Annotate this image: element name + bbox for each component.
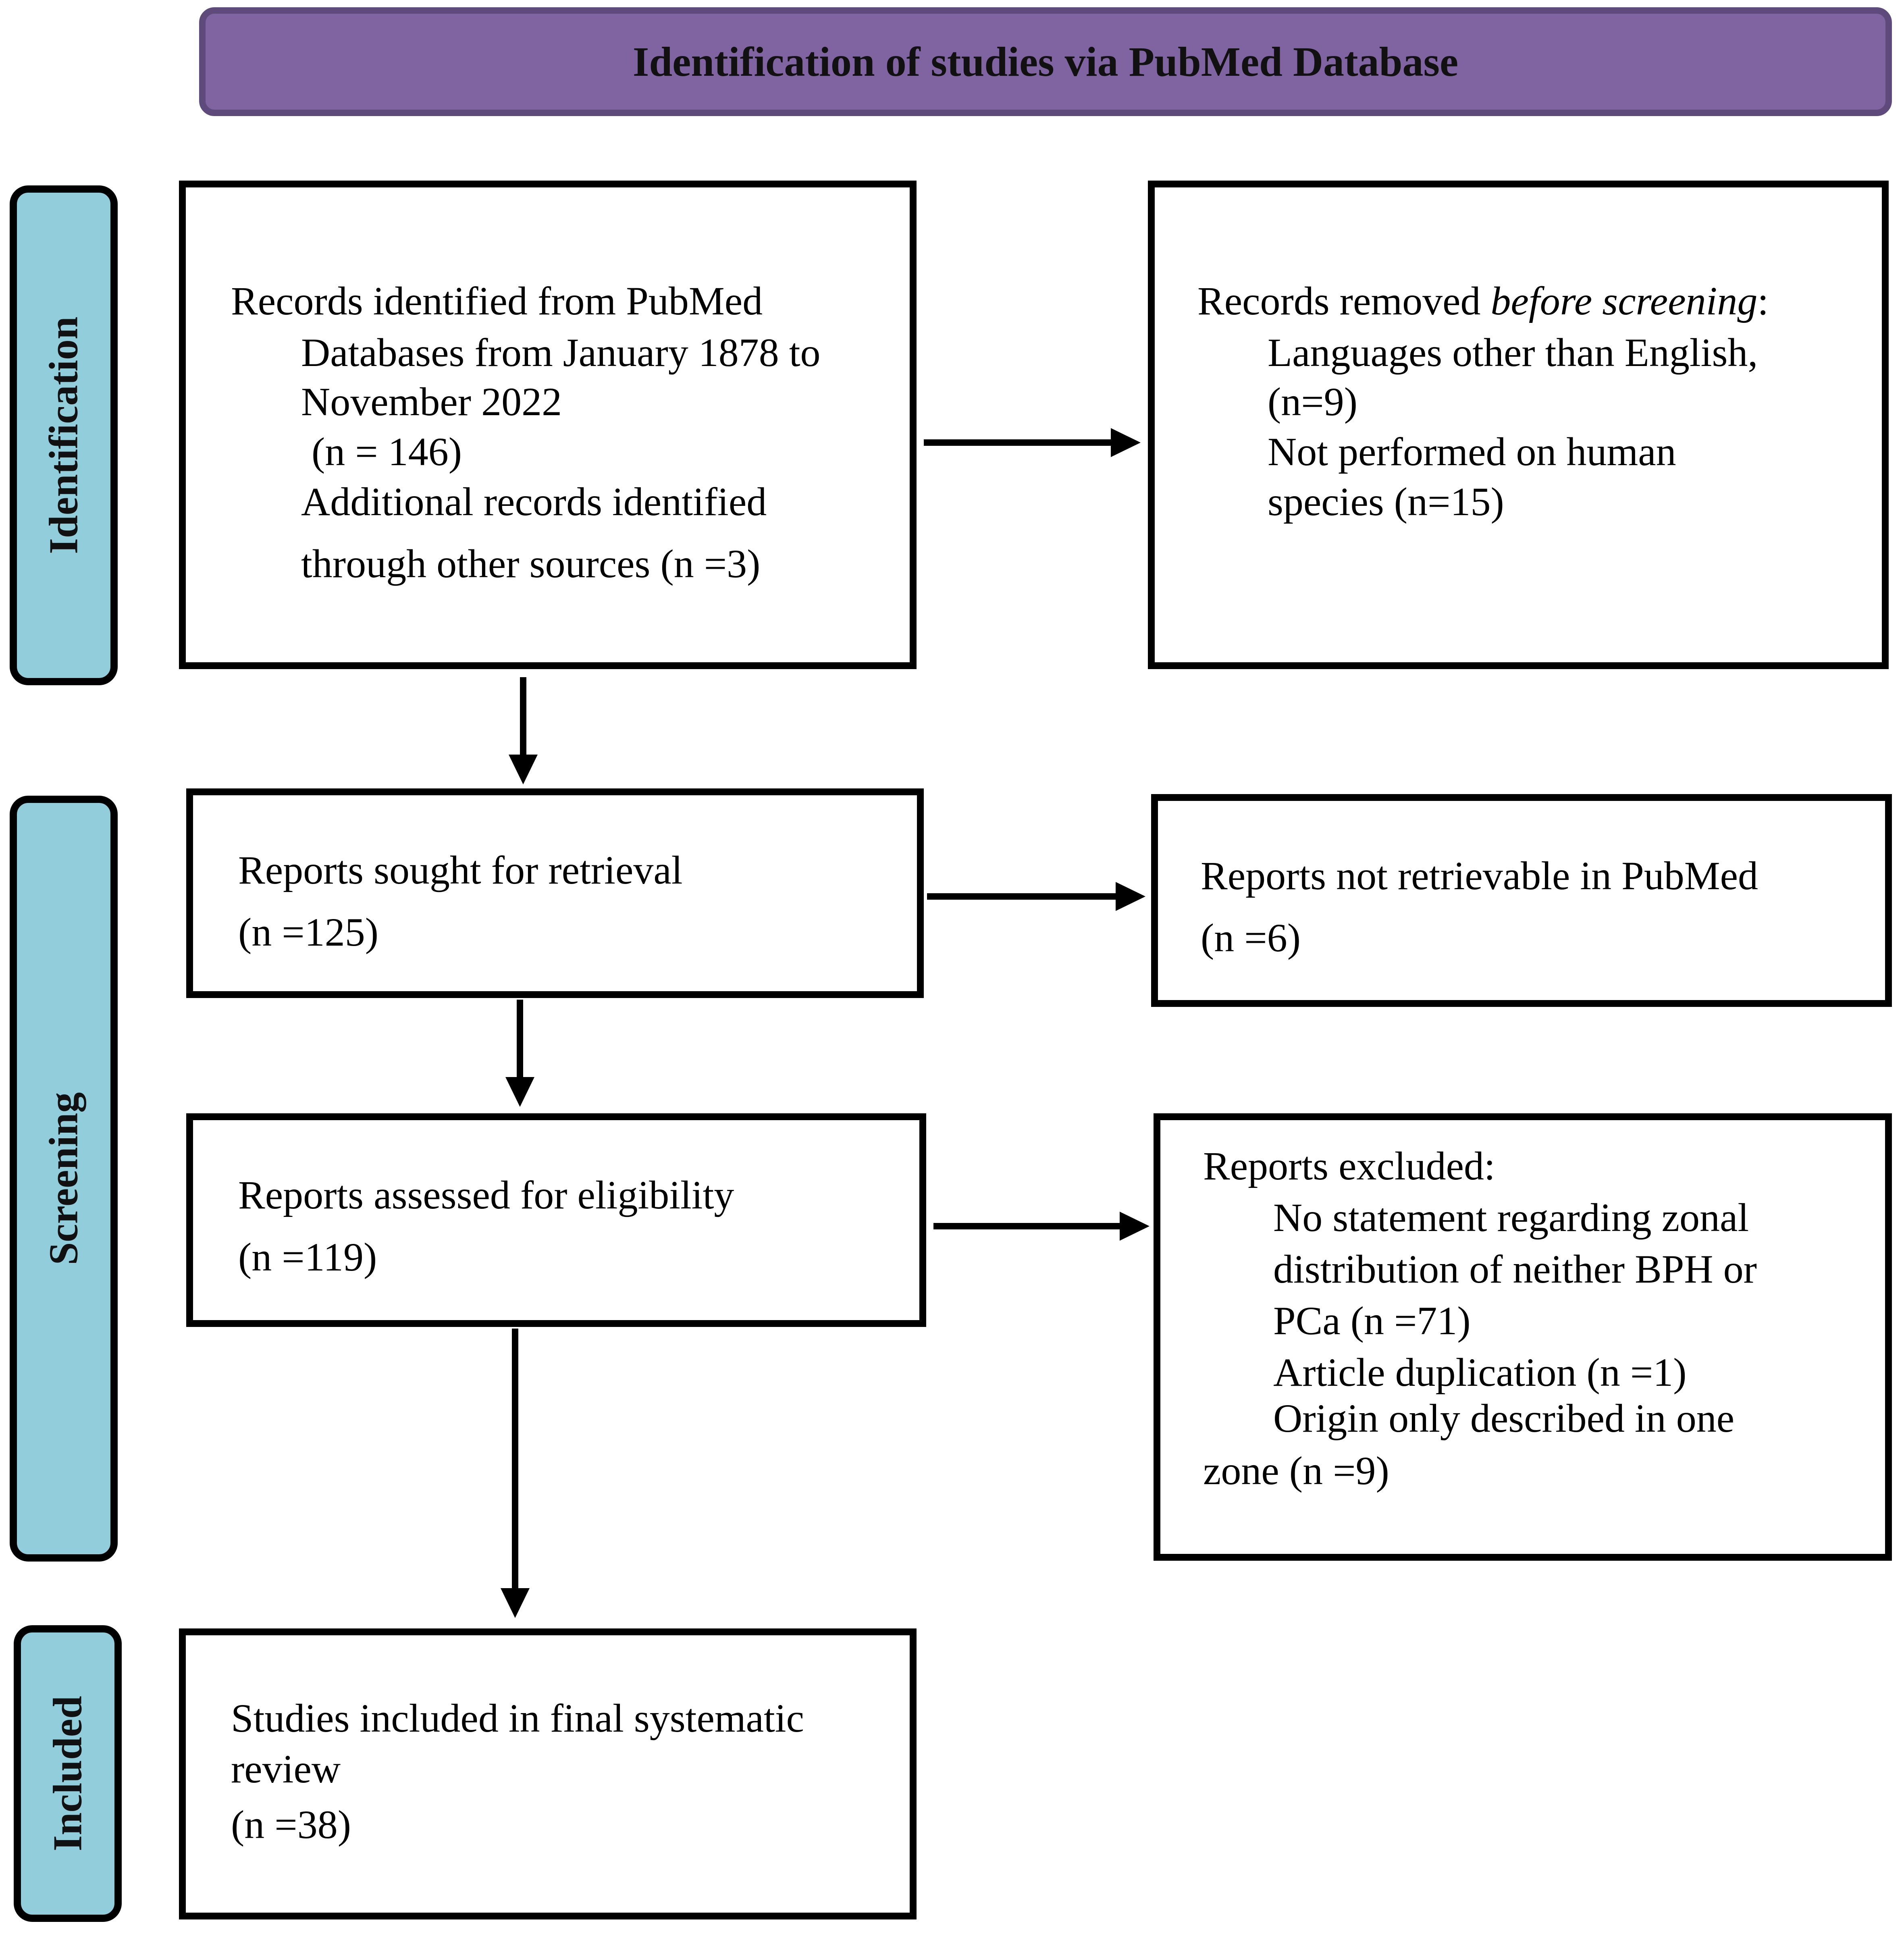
reports-excluded-line3: distribution of neither BPH or <box>1273 1247 1757 1291</box>
arrowhead-identified-to-sought <box>509 755 538 784</box>
records-identified-line2: Databases from January 1878 to <box>301 330 821 375</box>
header-banner: Identification of studies via PubMed Dat… <box>199 7 1892 116</box>
records-removed-emphasis: before screening <box>1490 279 1758 323</box>
records-removed-line5: species (n=15) <box>1268 479 1504 524</box>
phase-screening: Screening <box>10 796 118 1562</box>
reports-not-retrievable-line1: Reports not retrievable in PubMed <box>1201 853 1758 898</box>
records-identified-line3: November 2022 <box>301 379 562 424</box>
records-removed-line4: Not performed on human <box>1268 429 1676 474</box>
arrowhead-assessed-to-included <box>501 1588 530 1618</box>
studies-included-line3: (n =38) <box>231 1802 351 1847</box>
studies-included-line2: review <box>231 1747 341 1791</box>
arrowhead-sought-to-not-retrievable <box>1116 882 1145 911</box>
reports-assessed-line2: (n =119) <box>238 1235 377 1279</box>
arrowhead-sought-to-assessed <box>505 1077 534 1107</box>
reports-excluded-line2: No statement regarding zonal <box>1273 1195 1749 1240</box>
records-removed-line2: Languages other than English, <box>1268 330 1758 375</box>
reports-assessed-box: Reports assessed for eligibility (n =119… <box>186 1113 926 1327</box>
reports-excluded-line4: PCa (n =71) <box>1273 1298 1471 1343</box>
phase-identification: Identification <box>10 185 118 685</box>
reports-excluded-line5: Article duplication (n =1) <box>1273 1350 1687 1395</box>
reports-sought-line2: (n =125) <box>238 910 378 954</box>
reports-not-retrievable-box: Reports not retrievable in PubMed (n =6) <box>1151 794 1892 1007</box>
studies-included-box: Studies included in final systematic rev… <box>179 1628 917 1919</box>
reports-not-retrievable-line2: (n =6) <box>1201 915 1301 960</box>
reports-excluded-line1: Reports excluded: <box>1203 1144 1495 1188</box>
reports-sought-box: Reports sought for retrieval (n =125) <box>186 788 924 998</box>
records-identified-line4: (n = 146) <box>312 429 462 474</box>
arrowhead-assessed-to-excluded <box>1120 1212 1149 1241</box>
records-identified-line6: through other sources (n =3) <box>301 541 761 586</box>
header-title: Identification of studies via PubMed Dat… <box>632 38 1459 85</box>
reports-excluded-line7: zone (n =9) <box>1203 1448 1389 1493</box>
records-removed-prefix: Records removed <box>1197 279 1491 323</box>
phase-included: Included <box>14 1625 122 1922</box>
reports-excluded-box: Reports excluded: No statement regarding… <box>1154 1113 1892 1561</box>
records-removed-box: Records removed before screening: Langua… <box>1148 181 1889 669</box>
records-removed-suffix: : <box>1757 279 1769 323</box>
records-identified-line1: Records identified from PubMed <box>231 279 763 323</box>
records-identified-line5: Additional records identified <box>301 479 767 524</box>
records-removed-line1: Records removed before screening: <box>1197 281 1769 321</box>
records-removed-line3: (n=9) <box>1268 379 1357 424</box>
arrowhead-identified-to-removed <box>1111 428 1141 457</box>
reports-sought-line1: Reports sought for retrieval <box>238 848 683 892</box>
studies-included-line1: Studies included in final systematic <box>231 1696 804 1741</box>
records-identified-box: Records identified from PubMed Databases… <box>179 181 917 669</box>
reports-assessed-line1: Reports assessed for eligibility <box>238 1173 734 1217</box>
reports-excluded-line6: Origin only described in one <box>1273 1396 1735 1441</box>
